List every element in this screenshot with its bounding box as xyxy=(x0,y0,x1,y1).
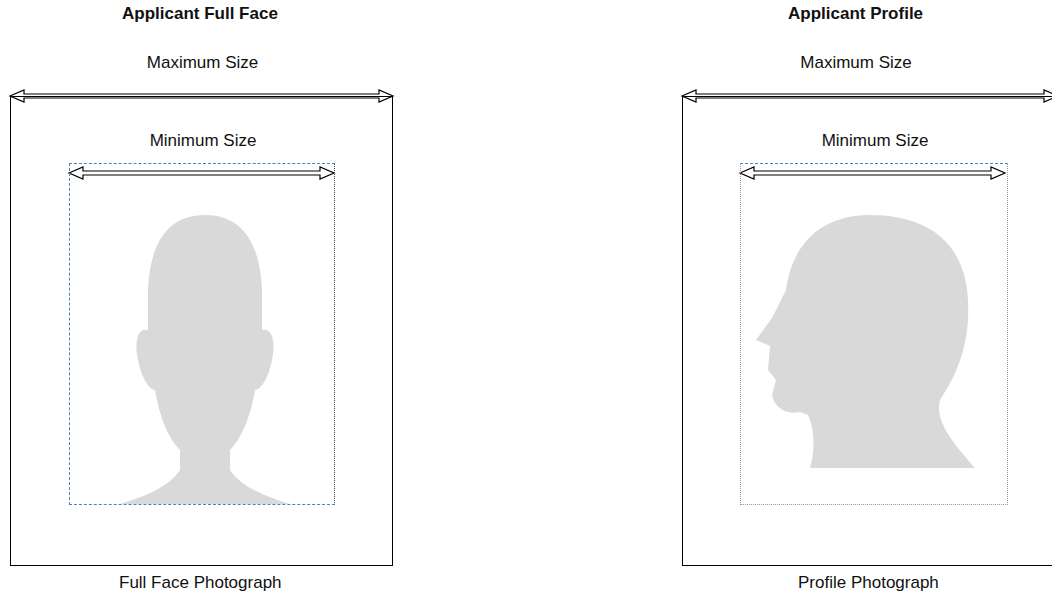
panel-caption: Full Face Photograph xyxy=(119,573,282,593)
size-label: Minimum Size xyxy=(741,131,1009,151)
max-size-frame: Maximum SizeMinimum Size xyxy=(682,96,1052,566)
size-label: Maximum Size xyxy=(683,53,1029,73)
dimension-arrow xyxy=(69,167,334,179)
size-label: Maximum Size xyxy=(11,53,394,73)
panel-title: Applicant Profile xyxy=(788,4,923,24)
min-size-frame: Minimum Size xyxy=(740,163,1008,505)
max-size-frame: Maximum SizeMinimum Size xyxy=(10,96,393,566)
profile-silhouette xyxy=(756,215,975,468)
size-label: Minimum Size xyxy=(70,131,336,151)
panel-caption: Profile Photograph xyxy=(798,573,939,593)
dimension-arrow xyxy=(740,167,1005,179)
min-size-frame: Minimum Size xyxy=(69,163,335,505)
full-face-silhouette xyxy=(120,215,290,504)
panel-title: Applicant Full Face xyxy=(122,4,278,24)
